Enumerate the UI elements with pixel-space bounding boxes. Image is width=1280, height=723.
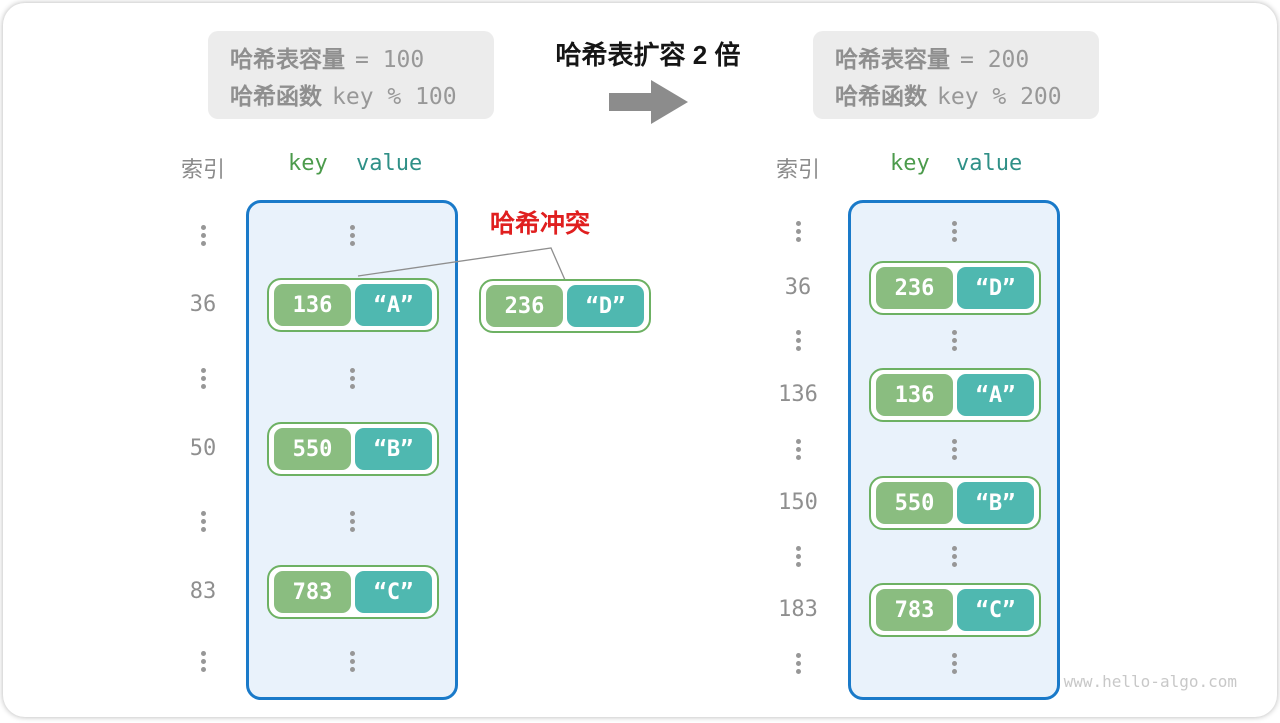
hash-function-value: key % 200 bbox=[937, 83, 1062, 110]
key-value-pair: 236 “D” bbox=[869, 261, 1041, 315]
slot-ellipsis bbox=[320, 646, 384, 676]
collision-label: 哈希冲突 bbox=[490, 210, 591, 238]
key-cell: 236 bbox=[486, 285, 563, 327]
expand-title: 哈希表扩容 2 倍 bbox=[555, 40, 741, 70]
index-value: 36 bbox=[784, 275, 812, 300]
index-ellipsis bbox=[766, 648, 830, 678]
key-cell: 136 bbox=[274, 284, 351, 326]
capacity-box-before: 哈希表容量 = 100 哈希函数 key % 100 bbox=[208, 31, 494, 119]
capacity-line: 哈希表容量 = 200 bbox=[835, 40, 1099, 74]
slot-ellipsis bbox=[922, 648, 986, 678]
key-value-pair: 136 “A” bbox=[267, 278, 439, 332]
value-cell: “D” bbox=[957, 267, 1034, 309]
slot-ellipsis bbox=[320, 220, 384, 250]
capacity-box-after: 哈希表容量 = 200 哈希函数 key % 200 bbox=[813, 31, 1099, 119]
slot-ellipsis bbox=[320, 363, 384, 393]
capacity-label: 哈希表容量 bbox=[230, 45, 345, 72]
slot-ellipsis bbox=[320, 506, 384, 536]
slot-ellipsis bbox=[922, 325, 986, 355]
hash-function-label: 哈希函数 bbox=[835, 82, 927, 109]
value-cell: “D” bbox=[567, 285, 644, 327]
index-ellipsis bbox=[171, 646, 235, 676]
value-cell: “B” bbox=[957, 482, 1034, 524]
value-cell: “B” bbox=[355, 428, 432, 470]
index-value: 136 bbox=[778, 382, 818, 407]
key-value-pair: 783 “C” bbox=[267, 565, 439, 619]
value-cell: “C” bbox=[355, 571, 432, 613]
colliding-key-value-pair: 236 “D” bbox=[479, 279, 651, 333]
right-index-header: 索引 bbox=[775, 157, 820, 182]
value-cell: “A” bbox=[355, 284, 432, 326]
capacity-label: 哈希表容量 bbox=[835, 45, 950, 72]
index-ellipsis bbox=[766, 541, 830, 571]
key-cell: 550 bbox=[274, 428, 351, 470]
capacity-line: 哈希表容量 = 100 bbox=[230, 40, 494, 74]
key-value-pair: 550 “B” bbox=[869, 476, 1041, 530]
hash-function-line: 哈希函数 key % 200 bbox=[835, 77, 1099, 111]
index-ellipsis bbox=[766, 434, 830, 464]
right-arrow-icon bbox=[609, 80, 688, 124]
key-cell: 550 bbox=[876, 482, 953, 524]
watermark: www.hello-algo.com bbox=[1063, 672, 1237, 691]
key-value-pair: 783 “C” bbox=[869, 583, 1041, 637]
right-value-header: value bbox=[956, 151, 1023, 176]
index-value: 36 bbox=[189, 292, 217, 317]
key-cell: 783 bbox=[274, 571, 351, 613]
capacity-value: = 200 bbox=[960, 46, 1030, 73]
diagram-canvas: 哈希表容量 = 100 哈希函数 key % 100 哈希表扩容 2 倍 哈希表… bbox=[3, 3, 1277, 717]
index-value: 150 bbox=[778, 490, 818, 515]
right-key-header: key bbox=[890, 151, 930, 176]
index-ellipsis bbox=[171, 220, 235, 250]
left-index-header: 索引 bbox=[180, 157, 225, 182]
index-ellipsis bbox=[766, 216, 830, 246]
key-cell: 236 bbox=[876, 267, 953, 309]
index-ellipsis bbox=[171, 506, 235, 536]
capacity-value: = 100 bbox=[355, 46, 425, 73]
index-value: 50 bbox=[189, 436, 217, 461]
slot-ellipsis bbox=[922, 434, 986, 464]
index-ellipsis bbox=[171, 363, 235, 393]
index-value: 183 bbox=[778, 597, 818, 622]
value-cell: “A” bbox=[957, 374, 1034, 416]
index-value: 83 bbox=[189, 579, 217, 604]
slot-ellipsis bbox=[922, 541, 986, 571]
hash-function-value: key % 100 bbox=[332, 83, 457, 110]
key-value-pair: 136 “A” bbox=[869, 368, 1041, 422]
slot-ellipsis bbox=[922, 216, 986, 246]
left-key-header: key bbox=[288, 151, 328, 176]
key-value-pair: 550 “B” bbox=[267, 422, 439, 476]
hash-function-line: 哈希函数 key % 100 bbox=[230, 77, 494, 111]
key-cell: 783 bbox=[876, 589, 953, 631]
value-cell: “C” bbox=[957, 589, 1034, 631]
left-value-header: value bbox=[356, 151, 423, 176]
key-cell: 136 bbox=[876, 374, 953, 416]
index-ellipsis bbox=[766, 325, 830, 355]
hash-function-label: 哈希函数 bbox=[230, 82, 322, 109]
